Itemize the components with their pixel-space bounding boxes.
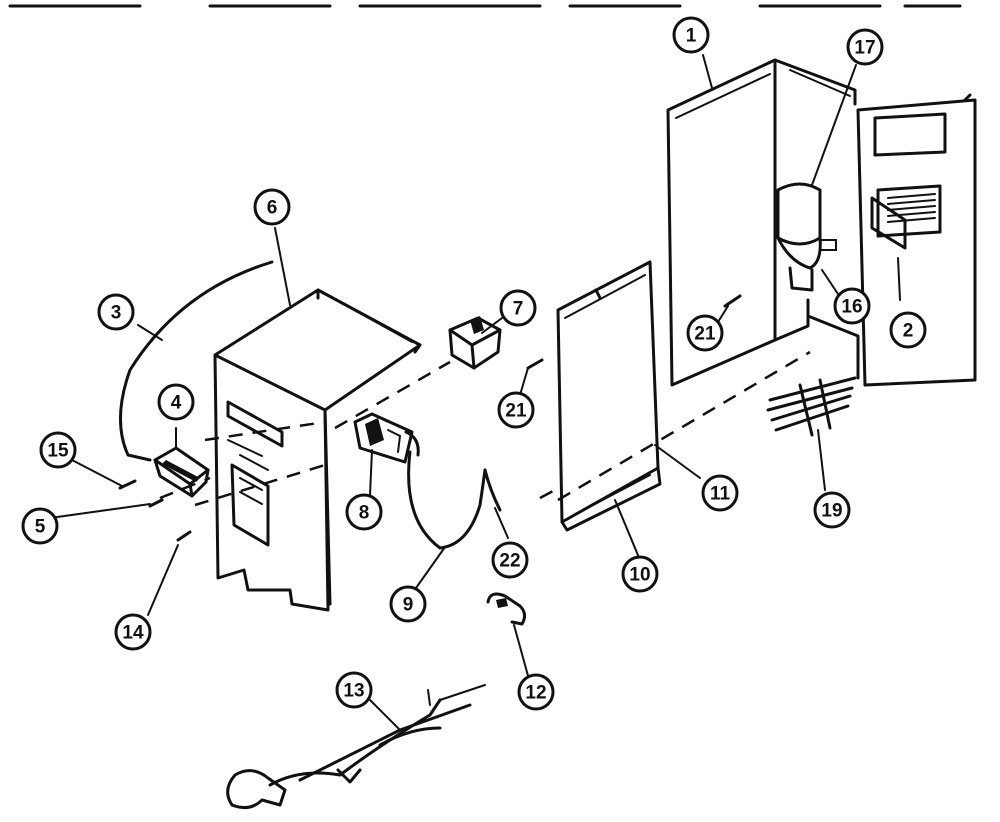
callout-label: 2 bbox=[903, 321, 914, 342]
callout-label: 15 bbox=[47, 441, 69, 462]
callout-circle bbox=[97, 293, 135, 331]
callout-label: 4 bbox=[171, 393, 182, 414]
callout-label: 21 bbox=[505, 401, 527, 422]
callout-circle bbox=[389, 585, 427, 623]
callout-circle bbox=[889, 311, 927, 349]
callout-circle bbox=[499, 289, 537, 327]
callout-label: 16 bbox=[841, 297, 862, 318]
part-19-harness bbox=[766, 376, 857, 437]
part-7-switch bbox=[448, 316, 502, 370]
callout-circle bbox=[335, 671, 373, 709]
callout-circle bbox=[253, 188, 291, 226]
callout-c17: 17 bbox=[846, 28, 884, 66]
part-1-side-panel bbox=[666, 58, 860, 387]
callout-c11: 11 bbox=[701, 474, 739, 512]
callout-c9: 9 bbox=[389, 585, 427, 623]
callout-c3: 3 bbox=[97, 293, 135, 331]
callout-circle bbox=[497, 391, 535, 429]
callout-c16: 16 bbox=[833, 287, 871, 325]
part-3-wire bbox=[119, 260, 274, 462]
callout-c15: 15 bbox=[39, 431, 77, 469]
callout-label: 1 bbox=[686, 26, 697, 47]
part-4-terminal-block bbox=[153, 446, 210, 498]
callout-circle bbox=[345, 493, 383, 531]
callout-c19: 19 bbox=[813, 491, 851, 529]
part-8-receptacle bbox=[353, 412, 420, 464]
callout-c21a: 21 bbox=[497, 391, 535, 429]
screw-21-left bbox=[526, 358, 544, 370]
callout-label: 22 bbox=[499, 551, 520, 572]
callout-label: 19 bbox=[821, 501, 842, 522]
callout-label: 8 bbox=[359, 503, 370, 524]
part-17-motor bbox=[776, 182, 837, 292]
callout-label: 13 bbox=[343, 681, 364, 702]
callout-c7: 7 bbox=[499, 289, 537, 327]
callout-c5: 5 bbox=[21, 507, 59, 545]
callout-label: 3 bbox=[111, 303, 122, 324]
part-11-door-panel bbox=[556, 260, 662, 532]
callout-label: 14 bbox=[122, 623, 144, 644]
callout-circle bbox=[686, 314, 724, 352]
callout-c12: 12 bbox=[517, 673, 555, 711]
callout-circle bbox=[114, 613, 152, 651]
callout-label: 17 bbox=[854, 38, 875, 59]
part-13-power-cord bbox=[226, 684, 486, 810]
callout-c4: 4 bbox=[157, 383, 195, 421]
callout-c21b: 21 bbox=[686, 314, 724, 352]
callout-label: 21 bbox=[694, 324, 716, 345]
part-9-wire bbox=[407, 450, 487, 550]
callout-label: 6 bbox=[267, 198, 278, 219]
callout-c6: 6 bbox=[253, 188, 291, 226]
part-12-clamp bbox=[486, 592, 527, 626]
callout-c2: 2 bbox=[889, 311, 927, 349]
callout-label: 10 bbox=[629, 565, 650, 586]
callout-c10: 10 bbox=[621, 555, 659, 593]
callout-label: 11 bbox=[710, 484, 731, 505]
callout-circle bbox=[517, 673, 555, 711]
callout-label: 9 bbox=[403, 595, 414, 616]
callout-c1: 1 bbox=[672, 16, 710, 54]
callout-circle bbox=[833, 287, 871, 325]
screw-14 bbox=[176, 530, 192, 542]
callout-circle bbox=[813, 491, 851, 529]
callout-circle bbox=[491, 541, 529, 579]
part-6-cabinet-box bbox=[213, 288, 422, 612]
callout-c22: 22 bbox=[491, 541, 529, 579]
callout-c8: 8 bbox=[345, 493, 383, 531]
callout-circle bbox=[39, 431, 77, 469]
screw-5 bbox=[148, 498, 164, 508]
callout-circle bbox=[21, 507, 59, 545]
callout-circle bbox=[157, 383, 195, 421]
callout-circle bbox=[846, 28, 884, 66]
callout-c13: 13 bbox=[335, 671, 373, 709]
callout-circle bbox=[701, 474, 739, 512]
callout-circle bbox=[621, 555, 659, 593]
callout-circle bbox=[672, 16, 710, 54]
screw-21-right bbox=[723, 294, 742, 308]
callout-label: 12 bbox=[525, 683, 546, 704]
callout-c14: 14 bbox=[114, 613, 152, 651]
callout-label: 7 bbox=[513, 299, 524, 320]
callout-label: 5 bbox=[35, 517, 46, 538]
part-22-clip bbox=[483, 468, 502, 512]
